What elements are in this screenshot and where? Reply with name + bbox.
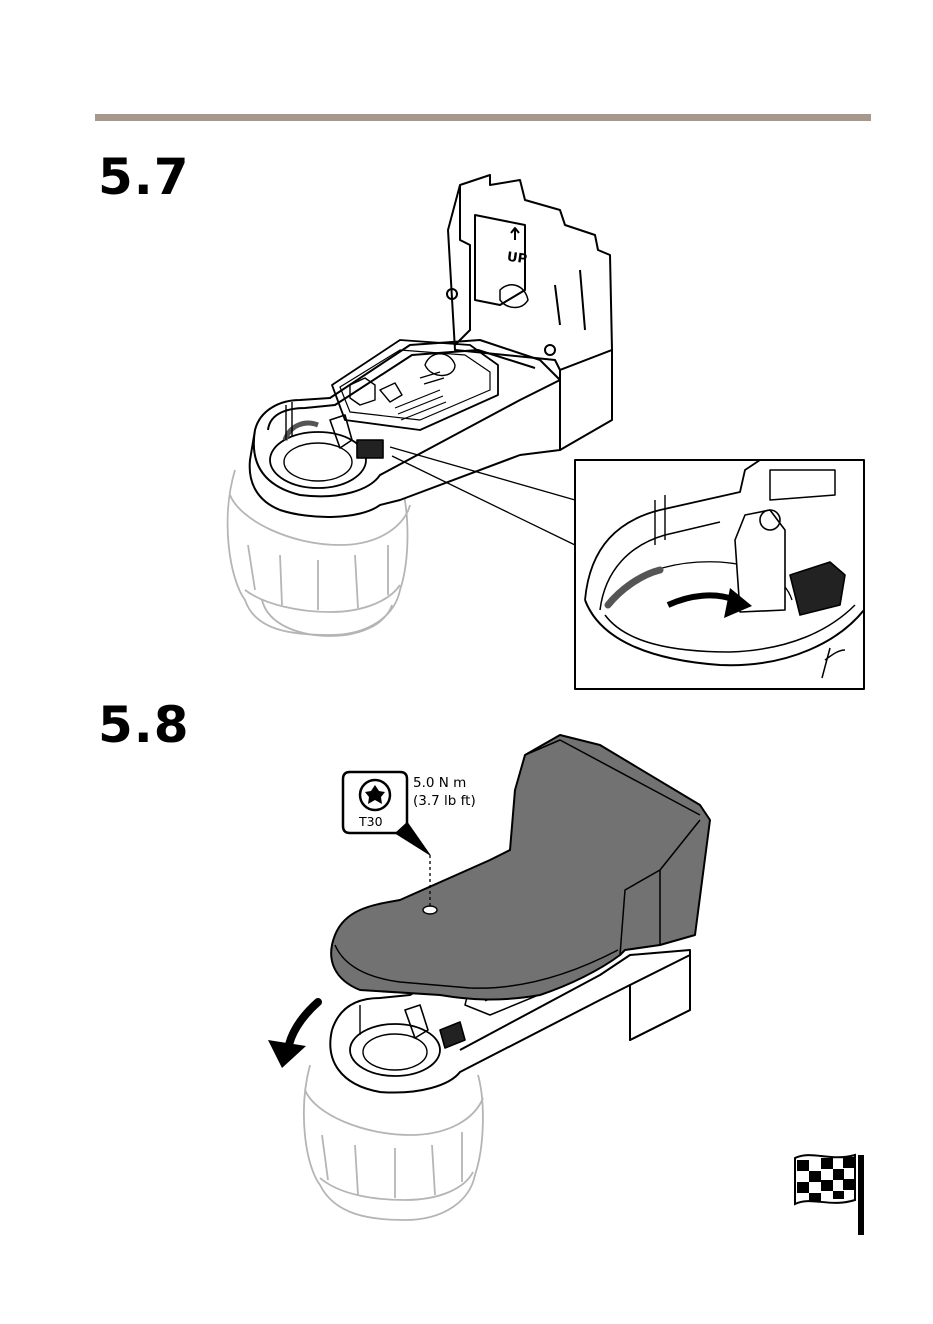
torque-imperial: (3.7 lb ft) xyxy=(413,793,476,809)
detail-callout-box xyxy=(575,460,864,689)
up-label: UP xyxy=(506,250,528,268)
bracket-arm xyxy=(250,340,560,517)
swing-arrow-icon xyxy=(268,1002,318,1068)
torx-bit-label: T30 xyxy=(358,814,383,829)
torque-metric: 5.0 N m xyxy=(413,775,466,791)
step-5-7-illustration: UP xyxy=(228,175,864,689)
checkered-flag-icon xyxy=(795,1155,864,1235)
step-5-8-illustration: T30 5.0 N m (3.7 lb ft) xyxy=(268,735,710,1220)
